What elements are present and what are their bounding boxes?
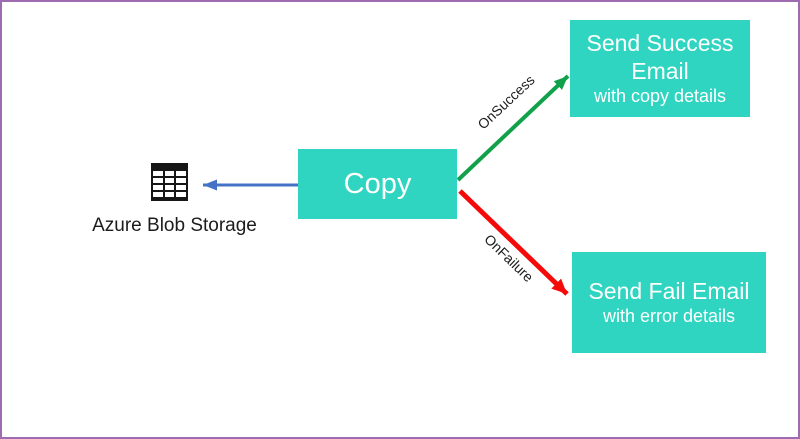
send-success-email-node: Send Success Email with copy details bbox=[570, 20, 750, 117]
azure-blob-storage-node: Azure Blob Storage bbox=[87, 163, 262, 237]
azure-blob-storage-label: Azure Blob Storage bbox=[92, 215, 257, 236]
send-fail-email-title: Send Fail Email bbox=[588, 278, 750, 304]
send-success-email-title: Send Success Email bbox=[586, 30, 734, 84]
send-success-email-subtitle: with copy details bbox=[593, 86, 727, 106]
connector-on-failure bbox=[458, 189, 569, 296]
on-failure-edge-label: OnFailure bbox=[481, 230, 537, 286]
send-fail-email-subtitle: with error details bbox=[602, 306, 736, 326]
copy-activity-node: Copy bbox=[298, 149, 457, 219]
table-icon-grid bbox=[153, 171, 186, 197]
copy-activity-label: Copy bbox=[343, 167, 412, 200]
table-icon bbox=[151, 163, 188, 201]
send-fail-email-node: Send Fail Email with error details bbox=[572, 252, 766, 353]
on-success-edge-label: OnSuccess bbox=[474, 71, 538, 133]
